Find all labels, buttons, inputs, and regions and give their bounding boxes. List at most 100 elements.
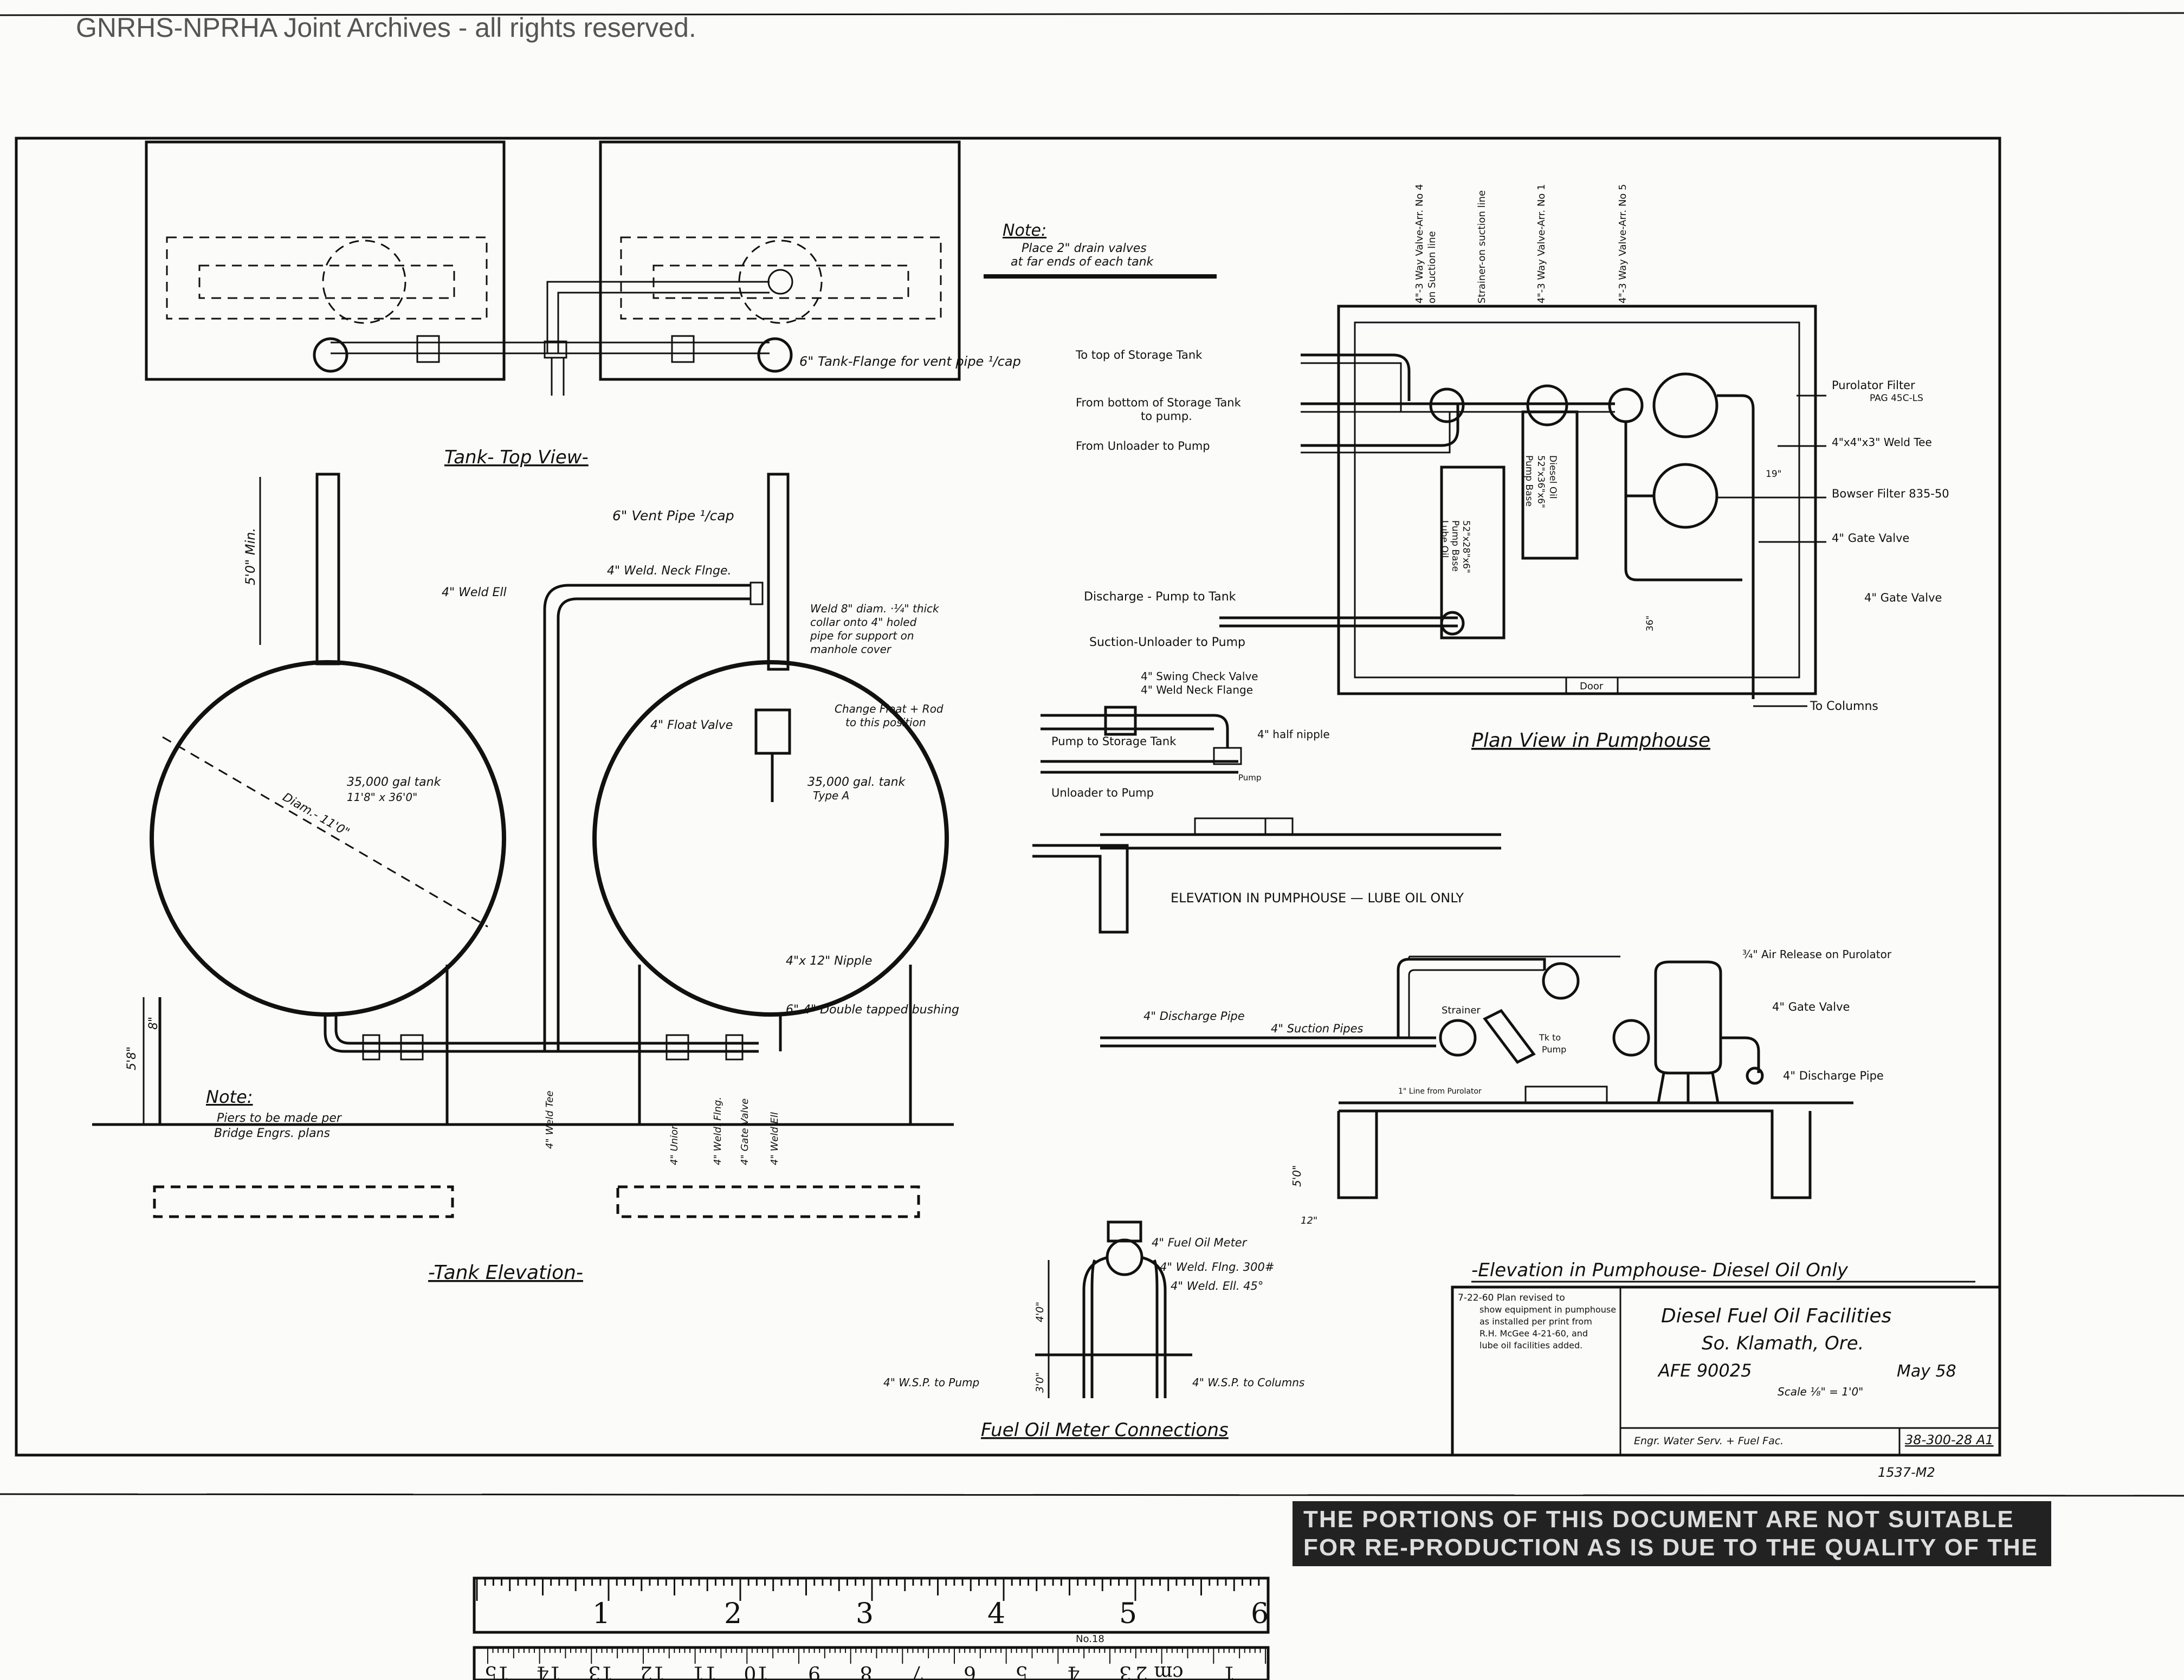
ruler-inch-label: 1	[592, 1598, 610, 1630]
tank-elevation: 5'0" Min. 5'8" 8" 6" Vent Pipe ¹/cap 4" …	[92, 473, 959, 1284]
svg-text:Pump Base: Pump Base	[1450, 520, 1461, 572]
svg-text:4" Gate Valve: 4" Gate Valve	[1832, 532, 1909, 545]
meter-title: Fuel Oil Meter Connections	[981, 1419, 1229, 1441]
lube-elevation-title: ELEVATION IN PUMPHOUSE — LUBE OIL ONLY	[1171, 890, 1464, 906]
ruler-inch-label: 2	[724, 1598, 742, 1630]
svg-text:4'0": 4'0"	[1034, 1302, 1046, 1322]
plan-suction-pipes	[1301, 353, 1615, 447]
ruler-cm-label: 5	[1016, 1662, 1028, 1680]
svg-text:To Columns: To Columns	[1810, 700, 1878, 713]
svg-text:4" Gate Valve: 4" Gate Valve	[739, 1099, 751, 1165]
plan-view-title: Plan View in Pumphouse	[1471, 729, 1710, 752]
ruler-cm-label: 9	[808, 1662, 820, 1680]
svg-text:4" Weld Neck Flange: 4" Weld Neck Flange	[1141, 683, 1253, 696]
tank-right	[592, 660, 949, 1017]
meter-riser-pipes	[1082, 1256, 1167, 1398]
title-block: 7-22-60 Plan revised to show equipment i…	[1451, 1285, 2001, 1480]
svg-text:4" Discharge Pipe: 4" Discharge Pipe	[1143, 1010, 1245, 1023]
vent-return-pipe	[543, 584, 751, 1051]
svg-text:4" Gate Valve: 4" Gate Valve	[1864, 591, 1942, 604]
diesel-pump	[1526, 384, 1568, 427]
tank-top-view-title: Tank- Top View-	[444, 447, 589, 468]
svg-text:as installed per print from: as installed per print from	[1479, 1316, 1592, 1327]
svg-text:From bottom of Storage Tank: From bottom of Storage Tank	[1076, 396, 1242, 409]
svg-text:May 58: May 58	[1897, 1362, 1956, 1381]
svg-text:4" Float Valve: 4" Float Valve	[650, 719, 733, 732]
lube-pump-base	[1440, 466, 1505, 639]
plan-view-pumphouse: Door Diesel Oil 52"x36"x6" Pump Base 52"…	[1075, 184, 1949, 752]
title-block-frame	[1451, 1285, 2001, 1457]
svg-text:19": 19"	[1766, 469, 1781, 480]
flange-note: 6" Tank-Flange for vent pipe ¹/cap	[799, 354, 1021, 369]
elev-pump	[1542, 962, 1580, 1000]
svg-text:No.18: No.18	[1076, 1633, 1104, 1645]
svg-text:Type A: Type A	[813, 789, 849, 802]
fuel-oil-meter-connections: 4" Fuel Oil Meter 4" Weld. Flng. 300# 4"…	[883, 1220, 1304, 1441]
ruler-cm-label: 6	[964, 1662, 976, 1680]
discharge-pump-to-tank	[1219, 616, 1458, 628]
ruler-inch-label: 5	[1119, 1598, 1137, 1630]
bottom-trim-line	[0, 1493, 2184, 1497]
svg-text:AFE 90025: AFE 90025	[1657, 1360, 1752, 1381]
svg-text:Pump to Storage Tank: Pump to Storage Tank	[1051, 735, 1177, 748]
ruler-cm-label: 10	[744, 1662, 768, 1680]
svg-text:4" Weld Ell: 4" Weld Ell	[769, 1112, 780, 1165]
elev-strainer	[1483, 1009, 1536, 1064]
svg-text:5'0" Min.: 5'0" Min.	[243, 528, 258, 585]
svg-text:manhole cover: manhole cover	[810, 643, 892, 656]
fuel-oil-meter	[1107, 1220, 1142, 1243]
svg-text:3'0": 3'0"	[1034, 1372, 1046, 1393]
top-note-title: Note:	[1003, 221, 1046, 240]
tank-header-pipe	[324, 1013, 759, 1053]
lube-oil-detail: 4" Swing Check Valve 4" Weld Neck Flange…	[1032, 670, 1501, 934]
ruler-inch-label: 3	[856, 1598, 874, 1630]
elev-valve-2	[1612, 1019, 1650, 1057]
ruler-cm-label: 1	[1223, 1662, 1235, 1680]
header-pipe-top	[331, 341, 770, 354]
svg-text:4" Suction Pipes: 4" Suction Pipes	[1271, 1022, 1364, 1035]
vent-stack-left	[315, 473, 340, 665]
three-way-valve-4	[1429, 387, 1465, 423]
footing-left	[153, 1185, 454, 1218]
svg-text:4"-3 Way Valve-Arr. No 5: 4"-3 Way Valve-Arr. No 5	[1617, 184, 1629, 303]
svg-text:5'0": 5'0"	[1290, 1165, 1303, 1187]
tank-top-left-outline	[145, 140, 506, 381]
svg-text:From Unloader to Pump: From Unloader to Pump	[1076, 440, 1210, 453]
ruler-cm-label: 4	[1067, 1662, 1080, 1680]
float-valve	[754, 708, 791, 755]
ruler-cm-label: 12	[640, 1662, 665, 1680]
manhole-right	[738, 240, 823, 324]
svg-text:4" Weld. Flng.: 4" Weld. Flng.	[712, 1097, 723, 1165]
svg-text:Engr. Water Serv. + Fuel Fac.: Engr. Water Serv. + Fuel Fac.	[1634, 1435, 1784, 1447]
unloader-to-pump-pipe	[1041, 760, 1238, 774]
svg-text:4" Union: 4" Union	[669, 1123, 680, 1165]
svg-text:Diesel Oil: Diesel Oil	[1547, 455, 1558, 499]
ruler-cm-label: 15	[484, 1662, 509, 1680]
reproduction-notice: THE PORTIONS OF THIS DOCUMENT ARE NOT SU…	[1293, 1501, 2051, 1566]
svg-text:7-22-60 Plan revised to: 7-22-60 Plan revised to	[1458, 1293, 1565, 1303]
ruler-cm-label: 3	[1119, 1662, 1132, 1680]
svg-text:to this position: to this position	[845, 716, 926, 729]
svg-text:4"x4"x3" Weld Tee: 4"x4"x3" Weld Tee	[1832, 436, 1932, 449]
svg-text:Unloader to Pump: Unloader to Pump	[1051, 786, 1154, 799]
svg-text:38-300-28 A1: 38-300-28 A1	[1905, 1432, 1994, 1448]
ruler-cm-label: 14	[537, 1662, 561, 1680]
svg-text:Note:: Note:	[206, 1087, 253, 1107]
svg-text:4" Weld Tee: 4" Weld Tee	[544, 1091, 555, 1149]
tank-top-right-outline	[599, 140, 961, 381]
diesel-elevation-pumphouse: ¾" Air Release on Purolator Strainer 4" …	[1100, 948, 1975, 1283]
svg-text:5'8": 5'8"	[125, 1046, 139, 1070]
svg-text:4" Gate Valve: 4" Gate Valve	[1772, 1000, 1850, 1013]
ruler-inch-label: 4	[987, 1598, 1005, 1630]
svg-text:4" Swing Check Valve: 4" Swing Check Valve	[1141, 670, 1258, 683]
svg-text:Diesel Fuel Oil Facilities: Diesel Fuel Oil Facilities	[1661, 1305, 1891, 1327]
svg-text:4"-3 Way Valve-Arr. No 1: 4"-3 Way Valve-Arr. No 1	[1536, 184, 1547, 303]
manhole-left	[322, 240, 406, 324]
svg-text:4" Fuel Oil Meter: 4" Fuel Oil Meter	[1152, 1236, 1248, 1249]
plan-discharge-pipes	[1624, 394, 1755, 699]
svg-text:Strainer: Strainer	[1442, 1005, 1481, 1016]
svg-text:4" Discharge Pipe: 4" Discharge Pipe	[1783, 1069, 1884, 1082]
discharge-pipe-elev	[1100, 1036, 1436, 1048]
svg-text:Tk to: Tk to	[1539, 1032, 1561, 1043]
